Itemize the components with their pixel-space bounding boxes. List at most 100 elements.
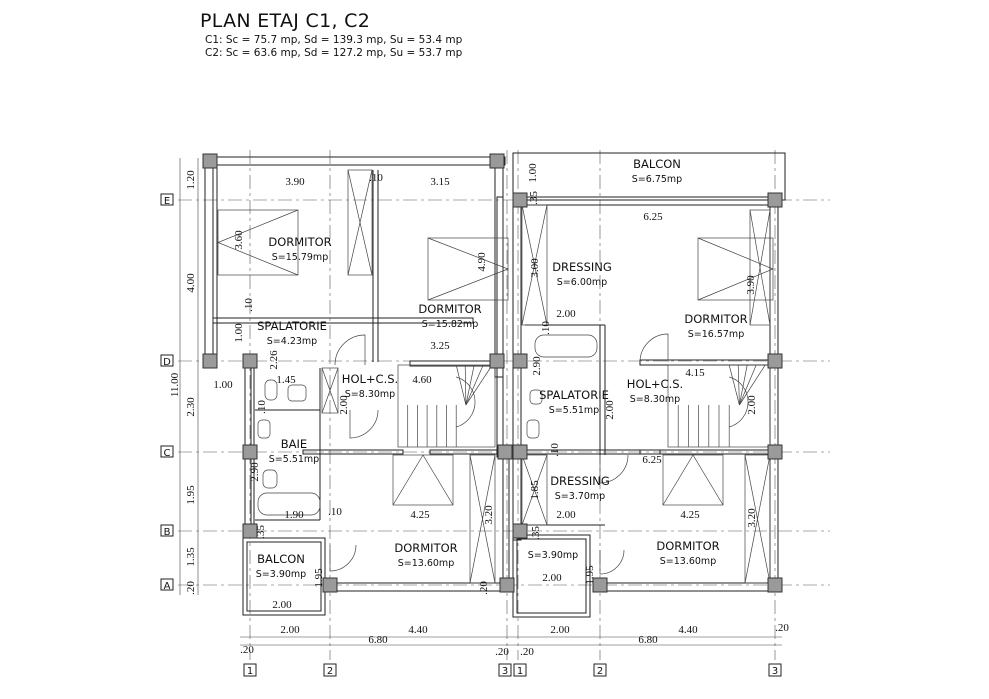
- dimension-label: 4.00: [185, 273, 197, 293]
- bed: [662, 454, 724, 506]
- dimension-label: 3.60: [233, 230, 245, 250]
- grid-axis-label: 1: [247, 666, 253, 677]
- room-area: S=16.57mp: [688, 329, 744, 340]
- sink: [257, 419, 271, 439]
- wall: [512, 199, 522, 541]
- door-swing: [639, 333, 669, 363]
- wardrobe-cross: [521, 454, 548, 526]
- structural-column: [592, 577, 608, 593]
- grid-axis-label: A: [164, 581, 171, 592]
- dimension-label: 3.20: [746, 508, 758, 528]
- room-area: S=6.75mp: [632, 174, 682, 185]
- dimension-label: 2.26: [268, 350, 280, 370]
- wall: [246, 541, 322, 612]
- wardrobe-cross: [469, 454, 496, 584]
- grid-axis-label: 2: [327, 666, 333, 677]
- dimension-label: .20: [495, 646, 509, 658]
- door-swing: [599, 549, 625, 575]
- dimension-label: 2.00: [338, 395, 350, 415]
- toilet: [262, 469, 278, 489]
- grid-axis-label: 2: [597, 666, 603, 677]
- stair-step: [739, 364, 757, 406]
- room-area: S=8.30mp: [630, 394, 680, 405]
- bed: [697, 237, 774, 301]
- dimension-label: .35: [255, 525, 267, 539]
- dimension-label: 2.00: [280, 624, 300, 636]
- room-area: S=5.51mp: [549, 405, 599, 416]
- stair-landing: [729, 376, 749, 428]
- dimension-label: 6.80: [368, 634, 388, 646]
- room-name: DORMITOR: [394, 541, 457, 555]
- dimension-label: 4.15: [685, 367, 705, 379]
- bed-outline: [392, 454, 454, 506]
- dimension-label: 2.00: [746, 395, 758, 415]
- bed-outline: [697, 237, 774, 301]
- room-area: S=6.00mp: [557, 277, 607, 288]
- room-area: S=3.90mp: [528, 550, 578, 561]
- structural-column: [497, 444, 513, 460]
- grid-axis-box: [160, 445, 174, 458]
- wall: [512, 534, 591, 618]
- dimension-label: 2.00: [550, 624, 570, 636]
- structural-column: [767, 577, 783, 593]
- dimension-label: 6.25: [642, 454, 662, 466]
- grid-axis-label: B: [164, 527, 171, 538]
- dimension-label: 2.00: [542, 572, 562, 584]
- dimension-label: 2.30: [185, 397, 197, 417]
- room-name: DORMITOR: [268, 235, 331, 249]
- door-swing: [334, 334, 366, 366]
- bed: [427, 237, 509, 301]
- wall: [769, 199, 779, 591]
- wardrobe-cross: [749, 209, 771, 326]
- grid-axis-label: D: [163, 357, 171, 368]
- room-name: DORMITOR: [656, 539, 719, 553]
- grid-axis-box: [160, 524, 174, 537]
- grid-axis-box: [768, 663, 782, 677]
- dimension-label: .10: [243, 298, 255, 312]
- wall: [494, 156, 504, 378]
- structural-column: [322, 577, 338, 593]
- dimension-label: .20: [520, 646, 534, 658]
- stair-step: [465, 364, 484, 406]
- room-area: S=3.70mp: [555, 491, 605, 502]
- room-name: DRESSING: [550, 474, 610, 488]
- dimension-label: 6.80: [638, 634, 658, 646]
- wardrobe: [521, 204, 548, 326]
- grid-axis-box: [243, 663, 257, 677]
- dimension-label: .10: [549, 443, 561, 457]
- room-name: DRESSING: [552, 260, 612, 274]
- structural-column: [242, 523, 258, 539]
- dimension-label: 2.00: [604, 400, 616, 420]
- wall: [516, 538, 587, 614]
- bathtub: [534, 334, 598, 358]
- room-name: BALCON: [633, 157, 681, 171]
- wardrobe-cross: [521, 204, 548, 326]
- grid-axis-box: [513, 663, 527, 677]
- dimension-label: .10: [256, 400, 268, 414]
- room-area: S=5.51mp: [269, 454, 319, 465]
- room-name: BAIE: [281, 437, 307, 451]
- grid-axis-box: [593, 663, 607, 677]
- wardrobe-cross: [744, 454, 771, 584]
- c1-area-summary: C1: Sc = 75.7 mp, Sd = 139.3 mp, Su = 53…: [205, 34, 463, 46]
- dimension-label: 1.95: [185, 485, 197, 505]
- bed: [392, 454, 454, 506]
- wall: [204, 156, 214, 369]
- room-area: S=13.60mp: [660, 556, 716, 567]
- room-name: SPALATORIE: [257, 319, 327, 333]
- structural-column: [512, 444, 528, 460]
- wardrobe: [469, 454, 496, 584]
- wall: [514, 196, 778, 206]
- dimension-label: 2.00: [272, 599, 292, 611]
- dimension-label: .35: [530, 526, 542, 540]
- room-name: DORMITOR: [418, 302, 481, 316]
- dimension-label: 4.90: [476, 252, 488, 272]
- grid-axis-label: C: [164, 448, 171, 459]
- structural-column: [202, 353, 218, 369]
- room-name: BALCON: [257, 552, 305, 566]
- dimension-label: 1.45: [276, 374, 296, 386]
- dimension-label: 1.00: [213, 379, 233, 391]
- dimension-label: 4.40: [678, 624, 698, 636]
- wardrobe: [347, 169, 373, 276]
- stair-step: [465, 364, 493, 406]
